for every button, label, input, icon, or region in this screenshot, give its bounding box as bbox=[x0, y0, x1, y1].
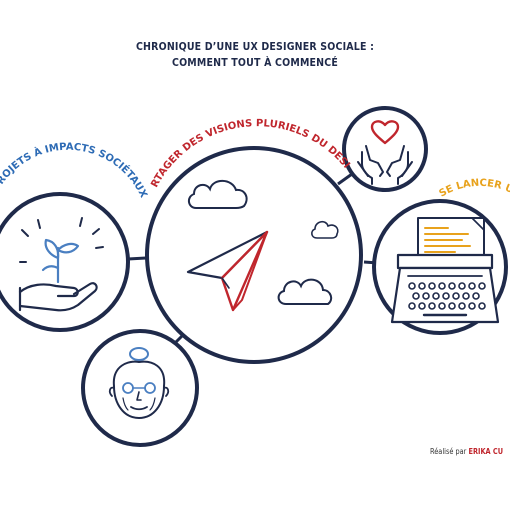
label-left-circle: E PROJETS À IMPACTS SOCIÉTAUX bbox=[0, 0, 149, 200]
plant-hand-icon bbox=[18, 217, 104, 312]
credit-line: Réalisé par ERIKA CU bbox=[430, 447, 503, 456]
hands-heart-icon bbox=[357, 120, 413, 185]
cloud-icon-bottom bbox=[277, 278, 333, 305]
circle-social-impact bbox=[0, 192, 130, 332]
cloud-icon-top bbox=[188, 179, 248, 209]
label-right-circle: SE LANCER UN bbox=[437, 178, 510, 200]
paper-plane-icon bbox=[186, 230, 269, 312]
page-title-line-2: COMMENT TOUT À COMMENCÉ bbox=[171, 56, 339, 69]
grandmother-face-icon bbox=[108, 347, 170, 419]
page-title-line-1: CHRONIQUE D’UNE UX DESIGNER SOCIALE : bbox=[135, 40, 375, 53]
cloud-icon-small bbox=[311, 220, 339, 239]
credit-prefix: Réalisé par bbox=[430, 447, 467, 456]
circle-design-visions bbox=[145, 146, 363, 364]
typewriter-icon bbox=[390, 217, 500, 324]
circle-hands-heart bbox=[342, 106, 428, 192]
credit-author: ERIKA CU bbox=[468, 447, 504, 456]
